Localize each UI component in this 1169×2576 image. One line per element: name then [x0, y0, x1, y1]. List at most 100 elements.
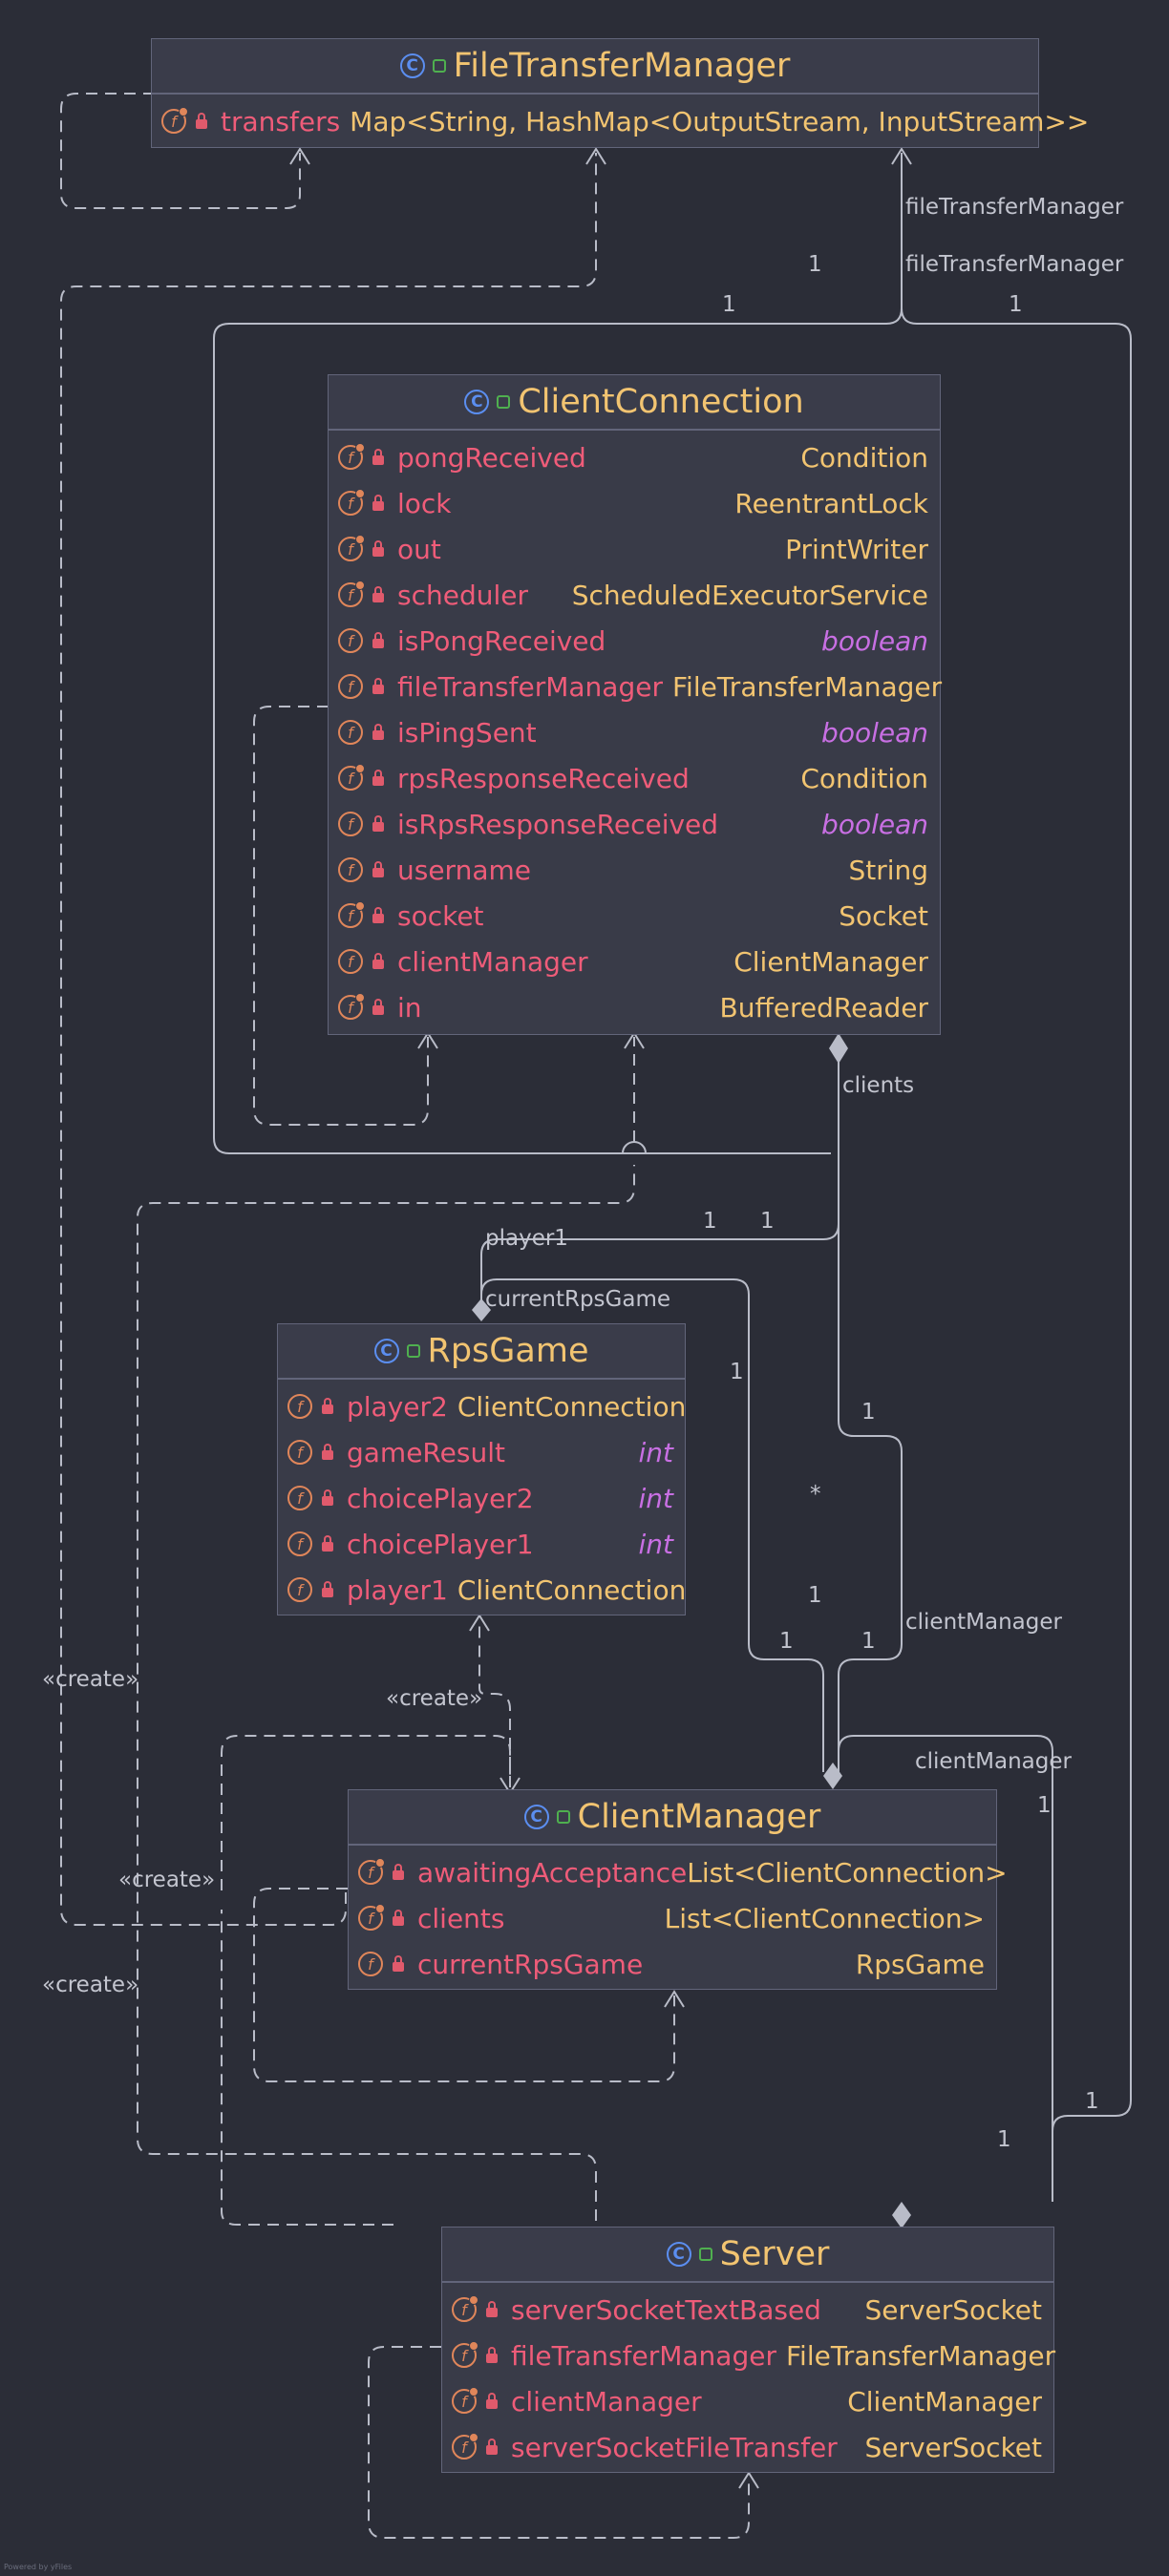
field-name: lock [397, 487, 452, 519]
field-icon: f [452, 2341, 478, 2368]
role-label: fileTransferManager [905, 252, 1124, 277]
role-label: currentRpsGame [485, 1287, 671, 1312]
field-icon: f [161, 107, 188, 134]
server-to-cm-create [221, 1735, 511, 2226]
field-type: Map<String, HashMap<OutputStream, InputS… [350, 105, 1090, 137]
create-label: «create» [118, 1868, 216, 1892]
field-name: fileTransferManager [397, 670, 663, 703]
field-name: socket [397, 899, 484, 932]
field-type: boolean [821, 808, 928, 840]
field-type: FileTransferManager [785, 2339, 1056, 2372]
field-icon: f [358, 1952, 383, 1976]
private-lock-icon [372, 539, 384, 557]
class-header: C ClientConnection [329, 375, 940, 431]
field-name: username [397, 854, 531, 886]
public-icon [432, 59, 446, 73]
field-type: List<ClientConnection> [687, 1856, 1008, 1889]
private-lock-icon [322, 1489, 333, 1506]
multiplicity-label: 1 [722, 292, 736, 317]
private-lock-icon [372, 494, 384, 511]
server-self-dependency [368, 2346, 750, 2539]
create-label: «create» [42, 1667, 139, 1692]
class-icon: C [399, 53, 425, 78]
rps-cm-currentrpsgame [480, 1278, 824, 1772]
field-icon: f [287, 1440, 312, 1465]
field-type: ScheduledExecutorService [571, 579, 928, 611]
server-to-cc-create [137, 1037, 635, 2221]
class-icon: C [666, 2242, 691, 2267]
multiplicity-label: 1 [808, 252, 822, 277]
cc-cm-clients [838, 1050, 903, 1772]
field-icon: f [338, 720, 363, 745]
private-lock-icon [322, 1534, 333, 1552]
multiplicity-label: 1 [730, 1360, 744, 1384]
private-lock-icon [322, 1580, 333, 1597]
private-lock-icon [372, 631, 384, 648]
field-type: ClientManager [847, 2385, 1042, 2418]
create-label: «create» [386, 1686, 483, 1711]
field-type: PrintWriter [785, 533, 928, 565]
field-type: ReentrantLock [734, 487, 928, 519]
field-icon: f [338, 764, 365, 791]
field-icon: f [452, 2295, 478, 2322]
class-icon: C [464, 390, 490, 414]
private-lock-icon [372, 814, 384, 832]
field-icon: f [338, 581, 365, 607]
class-title: Server [719, 2235, 830, 2273]
class-header: C Server [442, 2228, 1053, 2283]
field-icon: f [338, 901, 365, 928]
field-icon: f [287, 1577, 312, 1602]
private-lock-icon [322, 1397, 333, 1414]
field-icon: f [338, 535, 365, 561]
cc-ftm-association [213, 153, 903, 1154]
field-icon: f [452, 2433, 478, 2460]
field-type: ServerSocket [864, 2293, 1042, 2326]
ftm-self-dependency [60, 93, 301, 209]
field-name: serverSocketFileTransfer [511, 2431, 838, 2463]
field-name: currentRpsGame [417, 1948, 644, 1980]
role-label: clientManager [905, 1610, 1062, 1635]
class-icon: C [523, 1805, 549, 1829]
field-type: int [638, 1436, 673, 1468]
field-icon: f [338, 443, 365, 470]
private-lock-icon [322, 1443, 333, 1460]
rps-diamond [472, 1299, 491, 1321]
field-icon: f [358, 1904, 385, 1931]
field-name: player1 [347, 1573, 448, 1606]
private-lock-icon [372, 677, 384, 694]
